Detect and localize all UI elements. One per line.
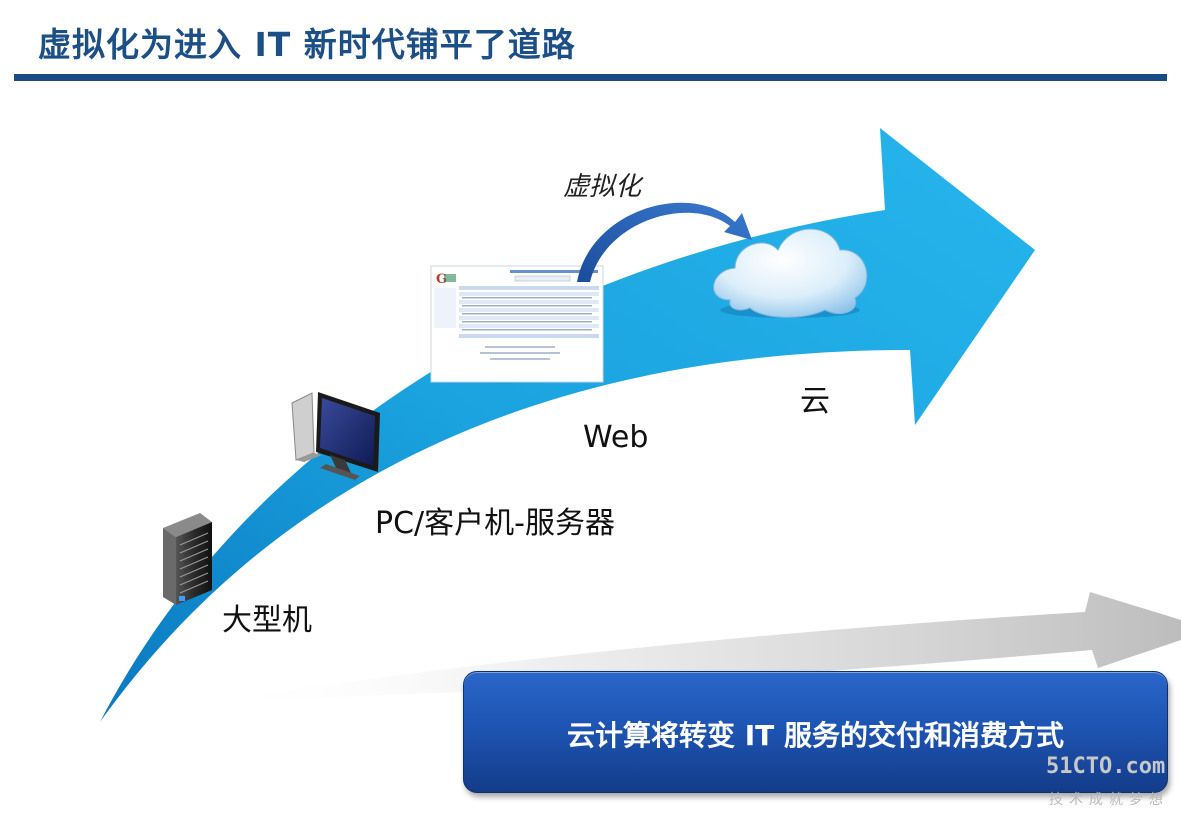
watermark-logo: 51CTO.com (1046, 754, 1166, 779)
mainframe-label: 大型机 (222, 603, 312, 638)
virtualization-label: 虚拟化 (563, 172, 642, 202)
svg-text:G: G (436, 272, 447, 287)
watermark-slogan: 技术成就梦想 (1049, 792, 1169, 808)
web-label: Web (583, 420, 649, 455)
slide-title: 虚拟化为进入 IT 新时代铺平了道路 (38, 25, 576, 64)
cloud-label: 云 (800, 384, 830, 419)
web-app-thumbnail-icon: G (430, 265, 604, 383)
banner-text: 云计算将转变 IT 服务的交付和消费方式 (566, 719, 1064, 752)
virtualization-arrow-icon (577, 202, 752, 282)
summary-banner: 云计算将转变 IT 服务的交付和消费方式 (463, 671, 1168, 793)
title-divider (14, 74, 1167, 81)
pc-server-label: PC/客户机-服务器 (375, 506, 615, 541)
cloud-icon (713, 228, 868, 318)
mainframe-icon (163, 513, 212, 605)
pc-workstation-icon (291, 392, 380, 480)
shadow-arrow (220, 592, 1181, 700)
